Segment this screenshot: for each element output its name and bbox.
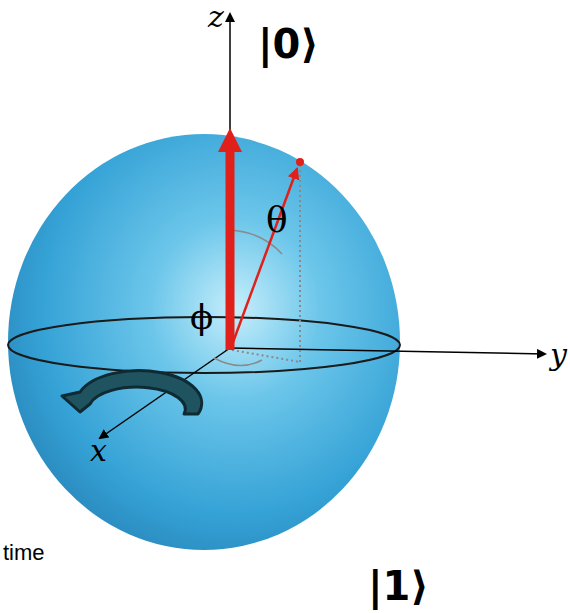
- rotation-arrow: [62, 371, 202, 414]
- axis-label: y: [550, 340, 567, 370]
- sphere: [8, 134, 400, 550]
- state-label: |1⟩: [368, 566, 429, 606]
- ground-state-vector-head: [218, 128, 242, 152]
- projection-line: [299, 165, 301, 362]
- note-text: time: [3, 542, 45, 564]
- projection-line: [232, 350, 300, 362]
- y-axis: [230, 348, 545, 354]
- state-vector: [232, 169, 297, 345]
- axis-label: x: [90, 436, 107, 466]
- axis-label: z: [208, 2, 224, 32]
- angle-label: θ: [266, 202, 288, 238]
- state-point: [296, 158, 304, 166]
- state-label: |0⟩: [258, 24, 319, 64]
- angle-label: ϕ: [190, 300, 213, 334]
- x-axis: [100, 348, 230, 438]
- ground-state-vector: [226, 150, 235, 350]
- phi-arc: [214, 358, 262, 366]
